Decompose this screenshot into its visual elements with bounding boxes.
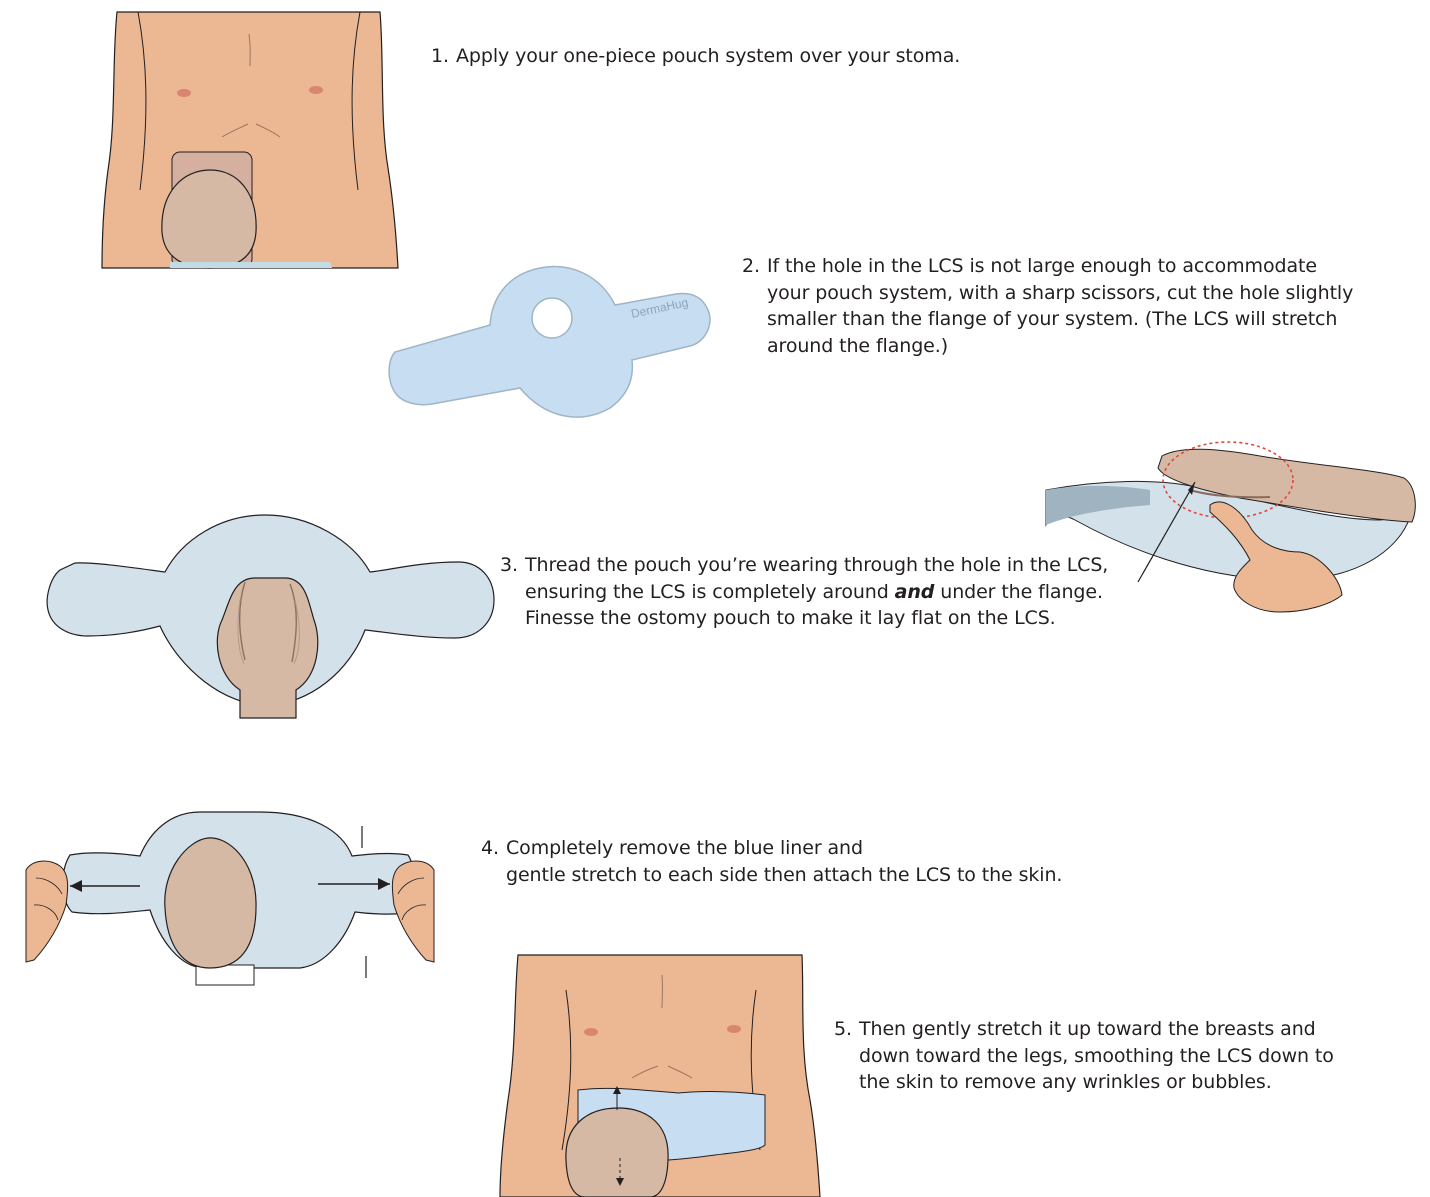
step-text: ensuring the LCS is completely around — [525, 581, 895, 603]
step-4: 4.Completely remove the blue liner and g… — [481, 835, 1062, 888]
step-text: Apply your one-piece pouch system over y… — [456, 45, 960, 67]
step-text: around the flange.) — [742, 333, 1353, 360]
step-text: Then gently stretch it up toward the bre… — [859, 1018, 1316, 1040]
step-3: 3.Thread the pouch you’re wearing throug… — [500, 552, 1108, 632]
step-text: Completely remove the blue liner and — [506, 837, 863, 859]
step-2: 2.If the hole in the LCS is not large en… — [742, 253, 1353, 359]
step-number: 2. — [742, 253, 767, 280]
step-text: the skin to remove any wrinkles or bubbl… — [834, 1069, 1334, 1096]
step-text: your pouch system, with a sharp scissors… — [742, 280, 1353, 307]
step-text: gentle stretch to each side then attach … — [481, 862, 1062, 889]
step-number: 1. — [431, 43, 456, 70]
stretch-lcs-illustration-step4 — [26, 812, 434, 985]
torso-illustration-step5 — [500, 955, 820, 1197]
step-number: 3. — [500, 552, 525, 579]
emphasis-text: and — [895, 581, 935, 603]
step-number: 5. — [834, 1016, 859, 1043]
step-text: Finesse the ostomy pouch to make it lay … — [500, 605, 1108, 632]
step-text: under the flange. — [934, 581, 1103, 603]
step-text: Thread the pouch you’re wearing through … — [525, 554, 1108, 576]
lcs-with-pouch-illustration-step3 — [47, 515, 494, 718]
lcs-strip-illustration-step2: DermaHug — [389, 267, 710, 418]
step-1: 1.Apply your one-piece pouch system over… — [431, 43, 960, 70]
step-text: down toward the legs, smoothing the LCS … — [834, 1043, 1334, 1070]
step-text: If the hole in the LCS is not large enou… — [767, 255, 1317, 277]
step-5: 5.Then gently stretch it up toward the b… — [834, 1016, 1334, 1096]
torso-illustration-step1 — [102, 12, 398, 268]
step-text: smaller than the flange of your system. … — [742, 306, 1353, 333]
step-number: 4. — [481, 835, 506, 862]
